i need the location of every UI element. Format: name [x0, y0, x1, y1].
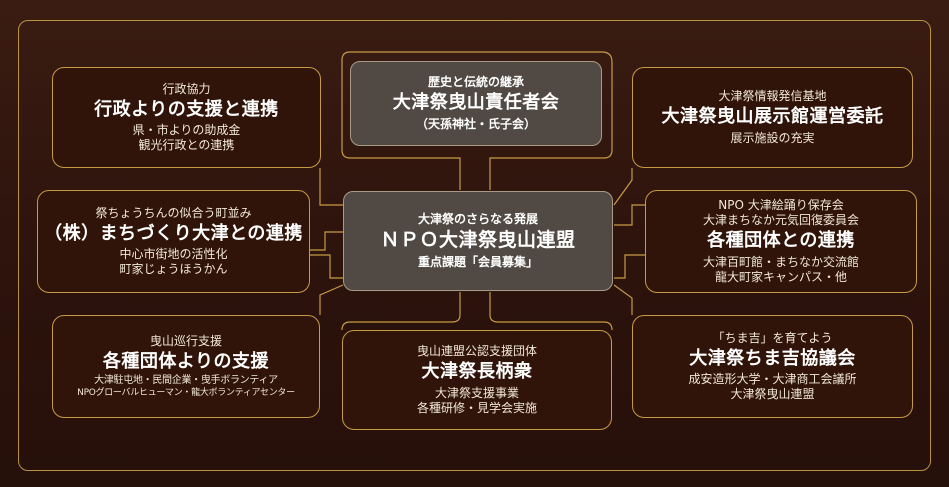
box-title: 大津祭曳山展示館運営委託 [661, 106, 884, 128]
box-subtitle: 行政協力 [162, 81, 211, 96]
connector-mid-right [614, 204, 645, 226]
connector-top-center-right [489, 149, 613, 190]
box-detail: 各種研修・見学会実施 [416, 400, 537, 415]
box-title: 行政よりの支援と連携 [94, 98, 279, 120]
connector-bottom-left [319, 284, 344, 315]
box-title: 各種団体との連携 [707, 230, 855, 252]
box-subtitle: 大津まちなか元気回復委員会 [702, 213, 859, 228]
box-detail: 町家じょうほうかん [119, 262, 228, 277]
box-detail: NPOグローバルヒューマン・龍大ボランティアセンター [77, 387, 295, 398]
outer-frame [18, 20, 931, 471]
connector-top-center-left [341, 60, 461, 190]
box-detail: 観光行政との連携 [138, 138, 235, 153]
box-detail: 重点課題「会員募集」 [417, 254, 538, 269]
box-machizukuri: 祭ちょうちんの似合う町並み （株）まちづくり大津との連携 中心市街地の活性化 町… [37, 190, 310, 293]
box-detail: 大津百町館・まちなか交流館 [702, 254, 859, 269]
box-hikiyama-leaders: 歴史と伝統の継承 大津祭曳山責任者会 （天孫神社・氏子会） [350, 61, 602, 146]
box-npo-federation: 大津祭のさらなる発展 ＮＰＯ大津祭曳山連盟 重点課題「会員募集」 [343, 191, 613, 291]
connector-top-center-outline [341, 51, 613, 150]
box-detail: 県・市よりの助成金 [132, 123, 241, 138]
connector-top-right [613, 168, 633, 206]
box-subtitle: 大津祭のさらなる発展 [417, 212, 538, 227]
connector-top-left [319, 168, 343, 206]
box-administrative-support: 行政協力 行政よりの支援と連携 県・市よりの助成金 観光行政との連携 [52, 67, 321, 168]
box-title: （株）まちづくり大津との連携 [44, 222, 303, 244]
box-chimakichi: 「ちま吉」を育てよう 大津祭ちま吉協議会 成安造形大学・大津商工会議所 大津祭曳… [632, 315, 913, 418]
box-title: ＮＰＯ大津祭曳山連盟 [380, 229, 576, 252]
box-subtitle: 曳山巡行支援 [149, 333, 222, 348]
box-detail: 龍大町家キャンパス・他 [714, 269, 847, 284]
box-exhibition-hall: 大津祭情報発信基地 大津祭曳山展示館運営委託 展示施設の充実 [632, 67, 913, 168]
connector-mid-right-2 [614, 254, 645, 279]
box-title: 各種団体よりの支援 [102, 350, 270, 372]
connector-bottom-center-right [489, 292, 613, 331]
box-support-groups: 曳山巡行支援 各種団体よりの支援 大津駐屯地・民間企業・曳手ボランティア NPO… [52, 315, 320, 418]
box-subtitle: NPO 大津絵踊り保存会 [718, 198, 844, 213]
box-subtitle: 歴史と伝統の継承 [427, 75, 524, 90]
connector-bottom-right [613, 284, 633, 315]
box-nagaeshu: 曳山連盟公認支援団体 大津祭長柄衆 大津祭支援事業 各種研修・見学会実施 [342, 330, 612, 430]
box-detail: 大津祭支援事業 [434, 385, 519, 400]
connector-mid-left [310, 231, 343, 251]
box-detail: 中心市街地の活性化 [119, 247, 228, 262]
box-title: 大津祭ちま吉協議会 [689, 347, 856, 369]
box-subtitle: 曳山連盟公認支援団体 [416, 344, 537, 359]
box-title: 大津祭曳山責任者会 [392, 92, 560, 114]
box-detail: 展示施設の充実 [730, 130, 815, 145]
box-title: 大津祭長柄衆 [421, 361, 533, 383]
box-detail: （天孫神社・氏子会） [415, 116, 536, 131]
connector-bottom-center-left [341, 292, 461, 331]
box-detail: 大津祭曳山連盟 [730, 387, 815, 402]
box-detail: 大津駐屯地・民間企業・曳手ボランティア [94, 375, 278, 387]
box-subtitle: 祭ちょうちんの似合う町並み [95, 205, 252, 220]
box-detail: 成安造形大学・大津商工会議所 [688, 372, 857, 387]
box-subtitle: 大津祭情報発信基地 [718, 89, 827, 104]
connector-mid-left-2 [310, 254, 343, 279]
box-various-groups: NPO 大津絵踊り保存会 大津まちなか元気回復委員会 各種団体との連携 大津百町… [645, 190, 917, 293]
box-subtitle: 「ちま吉」を育てよう [712, 330, 833, 345]
